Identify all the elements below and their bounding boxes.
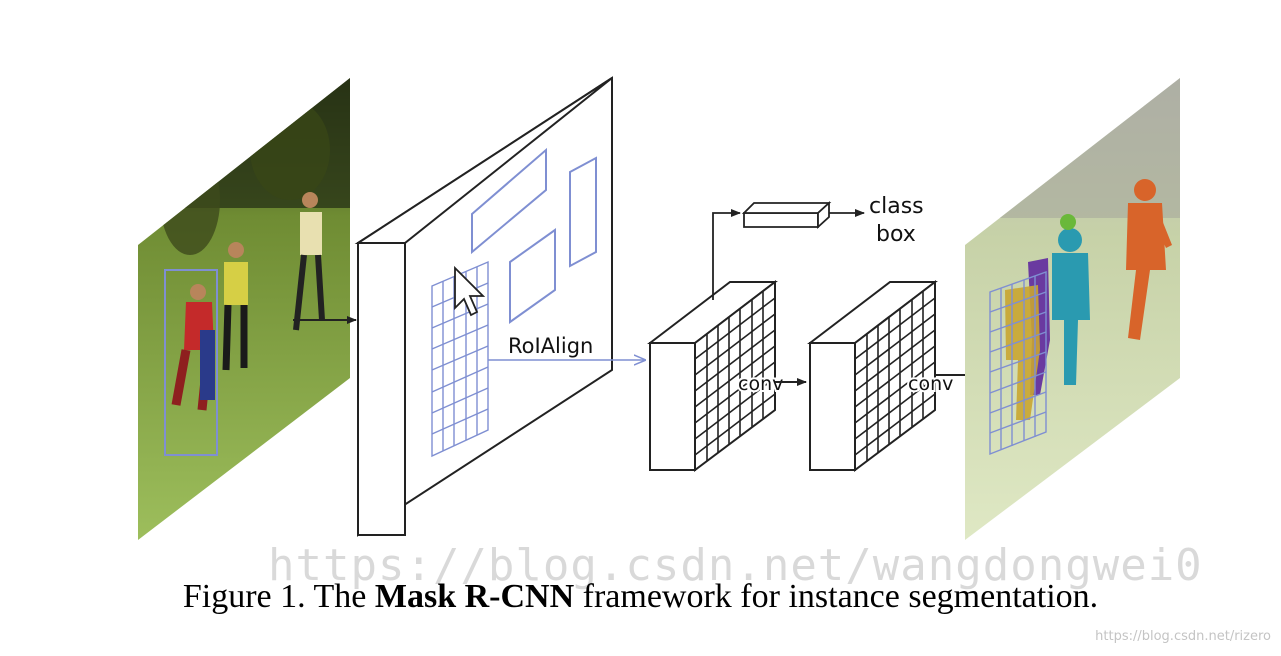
class-label: class bbox=[869, 194, 924, 219]
output-image bbox=[965, 78, 1180, 540]
conv-block-1 bbox=[647, 279, 778, 472]
player-blue bbox=[200, 330, 215, 400]
detection-box bbox=[164, 269, 218, 456]
roialign-label: RoIAlign bbox=[508, 334, 593, 358]
proposal-box bbox=[471, 147, 547, 255]
caption-prefix: Figure 1. The bbox=[182, 578, 375, 615]
head-branch-line bbox=[712, 209, 741, 300]
mask-orange bbox=[1126, 179, 1172, 340]
mask-yellow bbox=[1005, 285, 1040, 420]
mask-teal bbox=[1052, 228, 1090, 385]
fc-head-box bbox=[741, 200, 832, 230]
proposal-box bbox=[569, 156, 597, 268]
corner-watermark: https://blog.csdn.net/rizero bbox=[1095, 629, 1271, 644]
player-yellow bbox=[222, 242, 248, 371]
caption-bold: Mask R-CNN bbox=[374, 578, 575, 615]
output-roi-grid bbox=[989, 271, 1047, 456]
feature-map-block bbox=[354, 76, 613, 537]
cursor-icon bbox=[454, 265, 486, 317]
mask-green bbox=[1060, 214, 1076, 230]
proposal-box bbox=[509, 228, 556, 324]
conv-label-1: conv bbox=[738, 373, 783, 395]
box-label: box bbox=[876, 222, 916, 247]
conv-block-2 bbox=[807, 279, 938, 472]
player-white bbox=[293, 192, 325, 331]
watermark: https://blog.csdn.net/wangdongwei0 bbox=[268, 540, 1203, 591]
figure-caption: Figure 1. The Mask R-CNN framework for i… bbox=[0, 578, 1281, 616]
conv-label-2: conv bbox=[908, 373, 953, 395]
caption-suffix: framework for instance segmentation. bbox=[574, 578, 1099, 615]
input-image bbox=[138, 78, 350, 540]
